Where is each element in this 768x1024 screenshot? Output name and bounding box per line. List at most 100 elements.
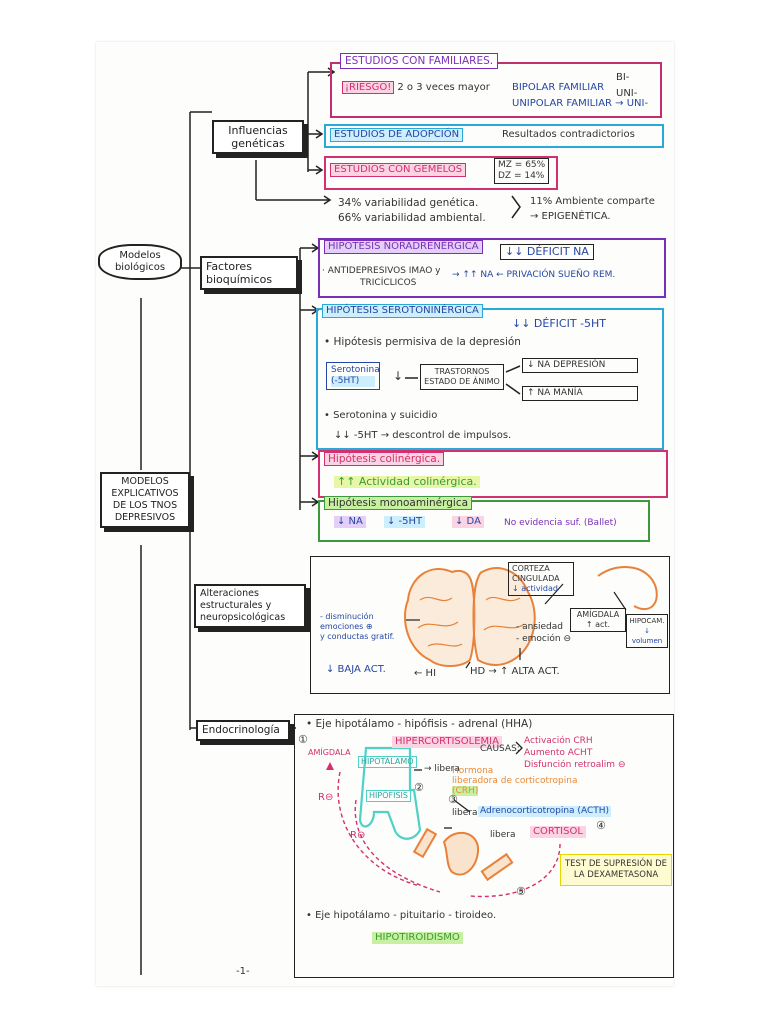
monoamine-5ht: ↓ -5HT [384,516,426,528]
struct-ansiedad: - ansiedad [516,622,563,632]
monoamine-na: ↓ NA [334,516,366,528]
hormona-line-1: Hormona [452,766,494,776]
causas-label: CAUSAS: [480,744,520,754]
deficit-na: ↓↓ DÉFICIT NA [500,244,594,260]
modelos-biologicos-cloud: Modelos biológicos [98,244,182,280]
crh-label: (CRH) [452,786,479,796]
num-4: ④ [596,819,606,832]
hormona-crh: Hormona liberadora de corticotropina (CR… [452,766,577,796]
trastornos-box: TRASTORNOS ESTADO DE ÁNIMO [420,364,504,390]
variabilidad-ambiental: 66% variabilidad ambiental. [338,212,486,224]
emociones-line: emociones ⊕ [320,622,373,631]
antidepresivos-line: · ANTIDEPRESIVOS IMAO y [322,266,441,276]
na-mania-box: ↑ NA MANÍA [522,386,638,401]
influencias-geneticas-box: Influencias genéticas [212,120,304,154]
hipotalamo-label: HIPOTÁLAMO [358,756,417,768]
num-1: ① [298,733,308,746]
bi-label: BI- [616,72,630,83]
riesgo-label: ¡RIESGO! [342,81,395,94]
bipolar-familiar: BIPOLAR FAMILIAR [512,82,605,93]
noradrenergica-header: HIPÓTESIS NORADRENÉRGICA [324,240,483,254]
disminucion-line: - disminución [320,612,374,621]
amigdala-label-endo: AMÍGDALA [308,748,351,757]
page-number: -1- [236,966,250,977]
colinergica-header: Hipótesis colinérgica. [324,452,445,466]
amigdala-act: ↑ act. [585,620,611,629]
causa-crh: Activación CRH [524,736,593,746]
struct-emocion: - emoción ⊖ [516,634,571,644]
epigenetica: → EPIGENÉTICA. [530,211,611,222]
factores-bioquimicos-box: Factores bioquímicos [200,256,298,290]
test-dexametasona: TEST DE SUPRESIÓN DE LA DEXAMETASONA [560,854,672,886]
corteza-actividad: ↓ actividad [512,584,558,593]
serotoninergica-header: HIPÓTESIS SEROTONINÉRGICA [322,304,483,318]
libera-cortisol: libera [490,830,516,840]
struct-frame [310,556,670,694]
corteza-label: CORTEZA [512,564,550,573]
na-depresion-box: ↓ NA DEPRESIÓN [522,358,638,373]
descontrol-impulsos: ↓↓ -5HT → descontrol de impulsos. [334,430,512,441]
acth-label: Adrenocorticotropina (ACTH) [478,806,612,817]
hemisferio-derecho: HD → ↑ ALTA ACT. [470,666,560,677]
amigdala-icon [326,762,334,770]
modelos-explicativos-box: MODELOS EXPLICATIVOS DE LOS TNOS DEPRESI… [100,472,190,528]
gemelos-header: ESTUDIOS CON GEMELOS [330,163,467,177]
cingulada-label: CINGULADA [512,574,560,583]
struct-disminucion: - disminución emociones ⊕ y conductas gr… [320,612,394,642]
5ht-label: (-5HT) [331,376,375,387]
cortisol-label: CORTISOL [530,826,586,838]
libera-crh: → libera [424,764,460,774]
hipocampo-volumen: ↓ volumen [631,627,663,645]
familiares-header: ESTUDIOS CON FAMILIARES. [340,53,499,69]
unipolar-familiar: UNIPOLAR FAMILIAR → UNI- [512,98,649,109]
variabilidad-genetica: 34% variabilidad genética. [338,197,479,209]
deficit-5ht: ↓↓ DÉFICIT -5HT [512,317,607,330]
endo-frame [294,714,674,978]
noradrenergica-frame [318,238,666,298]
hipotiroidismo: HIPOTIROIDISMO [372,932,463,944]
monoaminergica-frame [318,500,650,542]
monoamine-note: No evidencia suf. (Ballet) [504,518,617,528]
triciclicos-line: TRICÍCLICOS [360,278,417,288]
amigdala-label: AMÍGDALA [576,610,620,619]
libera-acth: libera [452,808,478,818]
hipocampo-label: HIPOCAM. [629,617,665,625]
riesgo-line: ¡RIESGO! 2 o 3 veces mayor [342,81,490,94]
monoamine-da: ↓ DA [452,516,484,528]
conductas-line: y conductas gratif. [320,632,395,641]
uni-label: UNI- [616,88,638,99]
adopcion-text: Resultados contradictorios [502,129,635,140]
eje-tiroideo: • Eje hipotálamo - pituitario - tiroideo… [306,910,497,921]
hipotesis-permisiva: • Hipótesis permisiva de la depresión [324,336,521,348]
serotonina-suicidio: • Serotonina y suicidio [324,410,438,421]
dz-value: DZ = 14% [498,171,545,181]
hemisferio-izquierdo: ← HI [414,668,437,679]
retro-negativa-2: R⊖ [350,830,366,841]
num-5: ⑤ [516,885,526,898]
actividad-colinergica: ↑↑ Actividad colinérgica. [334,476,480,488]
num-2: ② [414,781,424,794]
monoaminergica-header: Hipótesis monoaminérgica [324,496,473,510]
ambiente-compartido: 11% Ambiente comparte [530,196,655,207]
serotoninergica-frame [316,308,664,450]
eje-hha: • Eje hipotálamo - hipófisis - adrenal (… [306,718,533,730]
endocrinologia-box: Endocrinología [196,720,290,741]
adopcion-header: ESTUDIOS DE ADOPCIÓN [330,128,464,142]
hipofisis-label: HIPÓFISIS [366,790,411,802]
hipercortisolemia: HIPERCORTISOLEMIA [392,736,502,748]
serotonina-down-arrow: ↓ [393,369,404,383]
adopcion-frame [324,124,664,148]
mz-value: MZ = 65% [498,160,546,170]
riesgo-text: 2 o 3 veces mayor [397,82,490,93]
privacion-line: → ↑↑ NA ← PRIVACIÓN SUEÑO REM. [452,270,616,280]
alteraciones-estructurales-box: Alteraciones estructurales y neuropsicol… [194,584,306,628]
hipocampo-box: HIPOCAM. ↓ volumen [626,614,668,648]
gemelos-values: MZ = 65% DZ = 14% [494,158,550,184]
colinergica-frame [318,450,668,498]
serotonina-box: Serotonina (-5HT) [326,362,380,390]
baja-actividad: ↓ BAJA ACT. [326,664,386,675]
gemelos-frame [324,156,558,190]
num-3: ③ [448,793,458,806]
causa-acht: Aumento ACHT [524,748,593,758]
